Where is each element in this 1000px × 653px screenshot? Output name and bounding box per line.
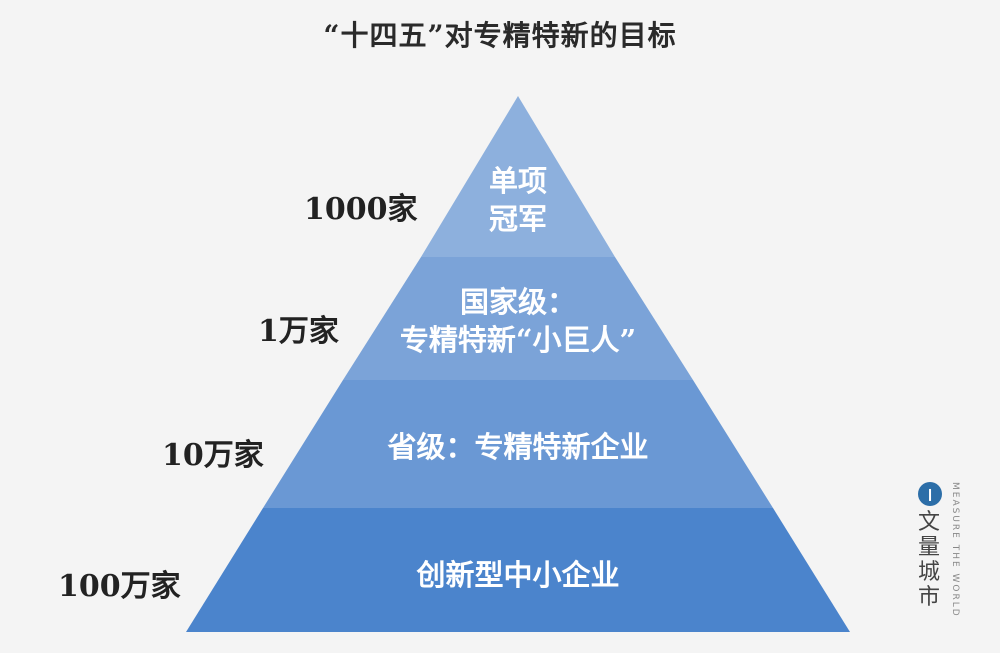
tier-1-label: 国家级： 专精特新“小巨人” — [368, 283, 668, 359]
brand-watermark: ❙ 文量城市 MEASURE THE WORLD — [914, 478, 964, 618]
tier-3-shape — [186, 508, 850, 632]
tier-0-line-0: 单项 — [488, 164, 547, 198]
brand-subtitle: MEASURE THE WORLD — [950, 482, 960, 618]
tier-2-shape — [263, 380, 773, 508]
tier-0-shape — [421, 96, 615, 257]
tier-3-label: 创新型中小企业 — [343, 556, 693, 594]
tier-3-line-0: 创新型中小企业 — [416, 558, 620, 592]
diagram-title: “十四五”对专精特新的目标 — [323, 19, 677, 52]
tier-2-count: 10万家 — [162, 438, 264, 473]
tier-1-line-0: 国家级： — [459, 285, 576, 319]
tier-2-line-0: 省级：专精特新企业 — [387, 430, 649, 464]
tier-0-line-1: 冠军 — [488, 202, 547, 236]
tier-1-shape — [343, 257, 693, 380]
tier-0-count: 1000家 — [304, 192, 418, 227]
tier-1-count: 1万家 — [258, 314, 339, 349]
brand-name: 文量城市 — [918, 510, 941, 610]
tier-3-count: 100万家 — [58, 569, 181, 604]
tier-1-line-1: 专精特新“小巨人” — [399, 323, 637, 357]
tier-0-label: 单项 冠军 — [418, 162, 618, 238]
logo-icon: ❙ — [918, 482, 942, 506]
tier-2-label: 省级：专精特新企业 — [343, 428, 693, 466]
